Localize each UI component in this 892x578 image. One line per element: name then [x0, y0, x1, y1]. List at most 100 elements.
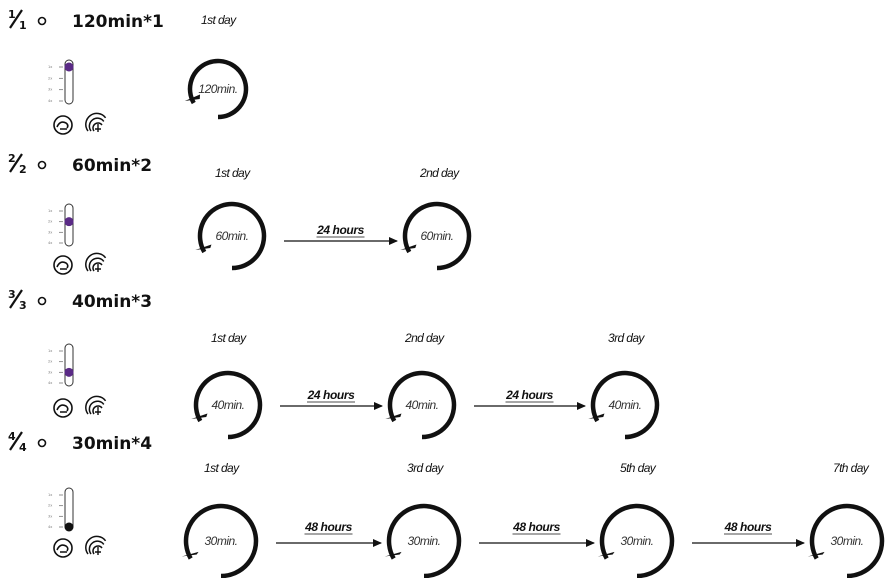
interval-arrow: 24 hours [474, 388, 586, 410]
slider-tick-label: 1x [48, 209, 52, 213]
interval-arrow: 48 hours [276, 520, 382, 547]
fraction-slash [9, 9, 23, 29]
cycle-arc [386, 503, 462, 578]
cycle-duration-label: 60min. [420, 229, 453, 243]
interval-label: 24 hours [307, 388, 356, 402]
timer-cycle: 30min. [384, 503, 462, 578]
cycle-duration-label: 40min. [608, 398, 641, 412]
slider-knob [64, 522, 74, 532]
gear-hand-icon [53, 398, 73, 418]
slider-tick-label: 2x [48, 504, 52, 508]
slider-tick-label: 3x [48, 370, 52, 374]
cycle-arc [387, 370, 457, 440]
cycle-arrowhead [184, 94, 201, 101]
interval-arrow: 48 hours [692, 520, 805, 547]
interval-arrow: 24 hours [280, 388, 383, 410]
slider-tick-label: 1x [48, 349, 52, 353]
cycle-arrowhead [385, 413, 402, 419]
slider-knob [64, 217, 74, 227]
gear-hand-icon [53, 255, 73, 275]
cycle-duration-label: 120min. [198, 82, 237, 96]
day-label: 5th day [620, 461, 657, 475]
timer-cycle: 30min. [181, 503, 259, 578]
interval-arrow: 48 hours [479, 520, 595, 547]
cycle-arc [402, 201, 472, 271]
mode-label: 40min*3 [72, 292, 152, 312]
fraction-denominator: 2 [19, 163, 27, 176]
fraction-numerator: 3 [8, 288, 16, 301]
cycle-duration-label: 40min. [211, 398, 244, 412]
cycle-arrowhead [807, 551, 825, 557]
water-spray-icon [85, 535, 107, 555]
slider-tick-label: 4x [48, 99, 52, 103]
slider-tick-label: 4x [48, 525, 52, 529]
cycle-arrowhead [195, 244, 212, 250]
timer-cycle: 40min. [588, 370, 660, 440]
day-label: 2nd day [419, 166, 460, 180]
fraction-numerator: 4 [8, 430, 16, 443]
cycle-arc [599, 503, 675, 578]
day-label: 1st day [201, 13, 237, 27]
cycle-arrowhead [597, 551, 615, 557]
fraction-slash [9, 431, 23, 451]
cycle-duration-label: 30min. [620, 534, 653, 548]
timer-cycle: 30min. [597, 503, 675, 578]
gear-hand-icon [53, 115, 73, 135]
mode-row-2: 22 60min*2 1x 2x 3x 4x 1st day 60min. 2nd day 60m… [8, 152, 472, 275]
fraction-numerator: 1 [8, 8, 16, 21]
cycle-duration-label: 30min. [204, 534, 237, 548]
day-label: 1st day [204, 461, 240, 475]
cycle-arc [809, 503, 885, 578]
fraction-numerator: 2 [8, 152, 16, 165]
mode-label: 120min*1 [72, 12, 164, 32]
interval-label: 48 hours [512, 520, 561, 534]
slider-tick-label: 2x [48, 220, 52, 224]
slider-tick-label: 2x [48, 360, 52, 364]
cycle-arrowhead [181, 551, 199, 557]
interval-label: 48 hours [724, 520, 773, 534]
cycle-arc [197, 201, 267, 271]
timer-cycle: 60min. [400, 201, 472, 271]
water-spray-icon [85, 252, 107, 272]
day-label: 3rd day [608, 331, 645, 345]
degree-circle-icon [37, 296, 47, 306]
gear-hand-icon [53, 538, 73, 558]
day-label: 2nd day [404, 331, 445, 345]
cycle-arrowhead [588, 413, 605, 419]
timer-cycle: 40min. [385, 370, 457, 440]
slider-tick-label: 1x [48, 65, 52, 69]
slider-tick-label: 3x [48, 230, 52, 234]
cycle-arc [193, 370, 263, 440]
cycle-arrowhead [384, 551, 402, 557]
degree-circle-icon [37, 438, 47, 448]
fraction-denominator: 4 [19, 441, 27, 454]
water-spray-icon [85, 395, 107, 415]
cycle-duration-label: 60min. [215, 229, 248, 243]
cycle-duration-label: 30min. [830, 534, 863, 548]
day-label: 1st day [211, 331, 247, 345]
slider-tick-label: 4x [48, 241, 52, 245]
level-slider-track [64, 343, 74, 387]
timer-cycle: 40min. [191, 370, 263, 440]
interval-label: 24 hours [316, 223, 365, 237]
water-spray-icon [85, 112, 107, 132]
timer-cycle: 30min. [807, 503, 885, 578]
mode-label: 60min*2 [72, 156, 152, 176]
cycle-arc [183, 503, 259, 578]
day-label: 1st day [215, 166, 251, 180]
cycle-arrowhead [400, 244, 417, 250]
cycle-arc [590, 370, 660, 440]
day-label: 3rd day [407, 461, 444, 475]
timer-cycle: 60min. [195, 201, 267, 271]
cycle-arrowhead [191, 413, 208, 419]
day-label: 7th day [833, 461, 870, 475]
mode-label: 30min*4 [72, 434, 152, 454]
interval-label: 24 hours [505, 388, 554, 402]
fraction-denominator: 3 [19, 299, 27, 312]
cycle-arc [187, 58, 249, 120]
